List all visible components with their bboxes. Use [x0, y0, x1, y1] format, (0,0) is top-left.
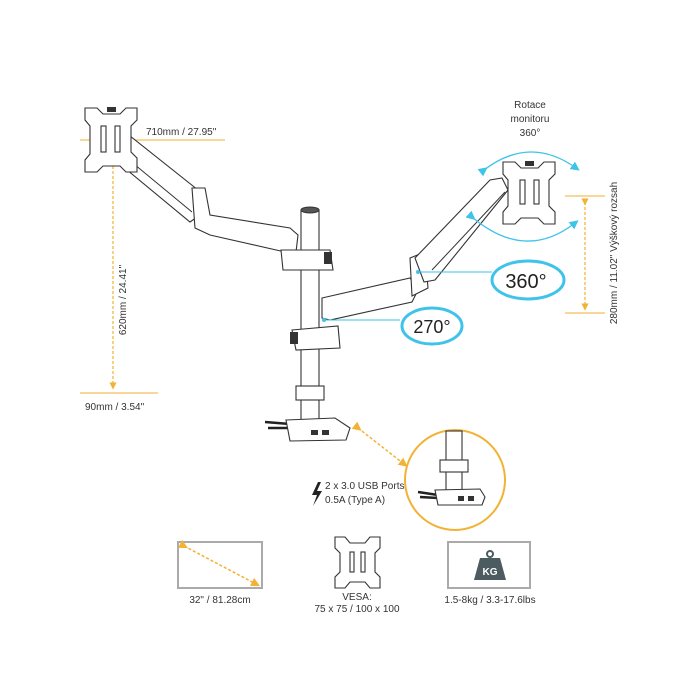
left-arm	[114, 126, 334, 271]
height-dimension: 620mm / 24.41" 90mm / 3.54"	[80, 142, 158, 413]
usb-power-label: 0.5A (Type A)	[325, 495, 385, 506]
right-vesa-plate	[502, 161, 556, 225]
vesa-label: VESA:	[342, 592, 371, 603]
base-swivel-270: 270°	[322, 306, 464, 346]
height-range-label: 280mm / 11.02" Výškový rozsah	[609, 182, 620, 324]
weight-label: 1.5-8kg / 3.3-17.6lbs	[444, 595, 535, 606]
arm-swivel-360: 360°	[416, 259, 566, 301]
vesa-plate-icon	[334, 536, 381, 589]
height-range-dimension: 280mm / 11.02" Výškový rozsah	[565, 182, 620, 324]
screen-size-label: 32" / 81.28cm	[189, 595, 250, 606]
usb-ports-label: 2 x 3.0 USB Ports	[325, 481, 404, 492]
monitor-rotation: Rotace monitoru 360°	[465, 100, 580, 242]
arm-reach-label: 710mm / 27.95"	[146, 127, 217, 138]
weight-spec: KG 1.5-8kg / 3.3-17.6lbs	[444, 541, 536, 606]
base-swivel-label: 270°	[413, 317, 450, 337]
arm-swivel-label: 360°	[505, 271, 546, 293]
weight-icon: KG	[474, 550, 506, 580]
rotation-label-line1: Rotace	[514, 100, 546, 111]
kg-icon-text: KG	[483, 567, 498, 578]
max-height-label: 620mm / 24.41"	[118, 264, 129, 335]
vesa-sizes-label: 75 x 75 / 100 x 100	[314, 604, 400, 615]
usb-detail-circle	[404, 429, 506, 531]
desk-base	[264, 417, 351, 442]
screen-size-spec: 32" / 81.28cm	[177, 539, 263, 606]
vesa-spec: VESA: 75 x 75 / 100 x 100	[314, 536, 400, 615]
min-height-label: 90mm / 3.54"	[85, 402, 145, 413]
rotation-label-line2: monitoru	[511, 114, 550, 125]
pole	[295, 206, 325, 433]
usb-info: 2 x 3.0 USB Ports 0.5A (Type A)	[312, 481, 404, 506]
detail-pointer	[351, 421, 408, 467]
left-vesa-plate	[84, 107, 138, 173]
lightning-icon	[312, 482, 322, 506]
rotation-label-line3: 360°	[520, 128, 541, 139]
right-arm	[290, 177, 509, 351]
